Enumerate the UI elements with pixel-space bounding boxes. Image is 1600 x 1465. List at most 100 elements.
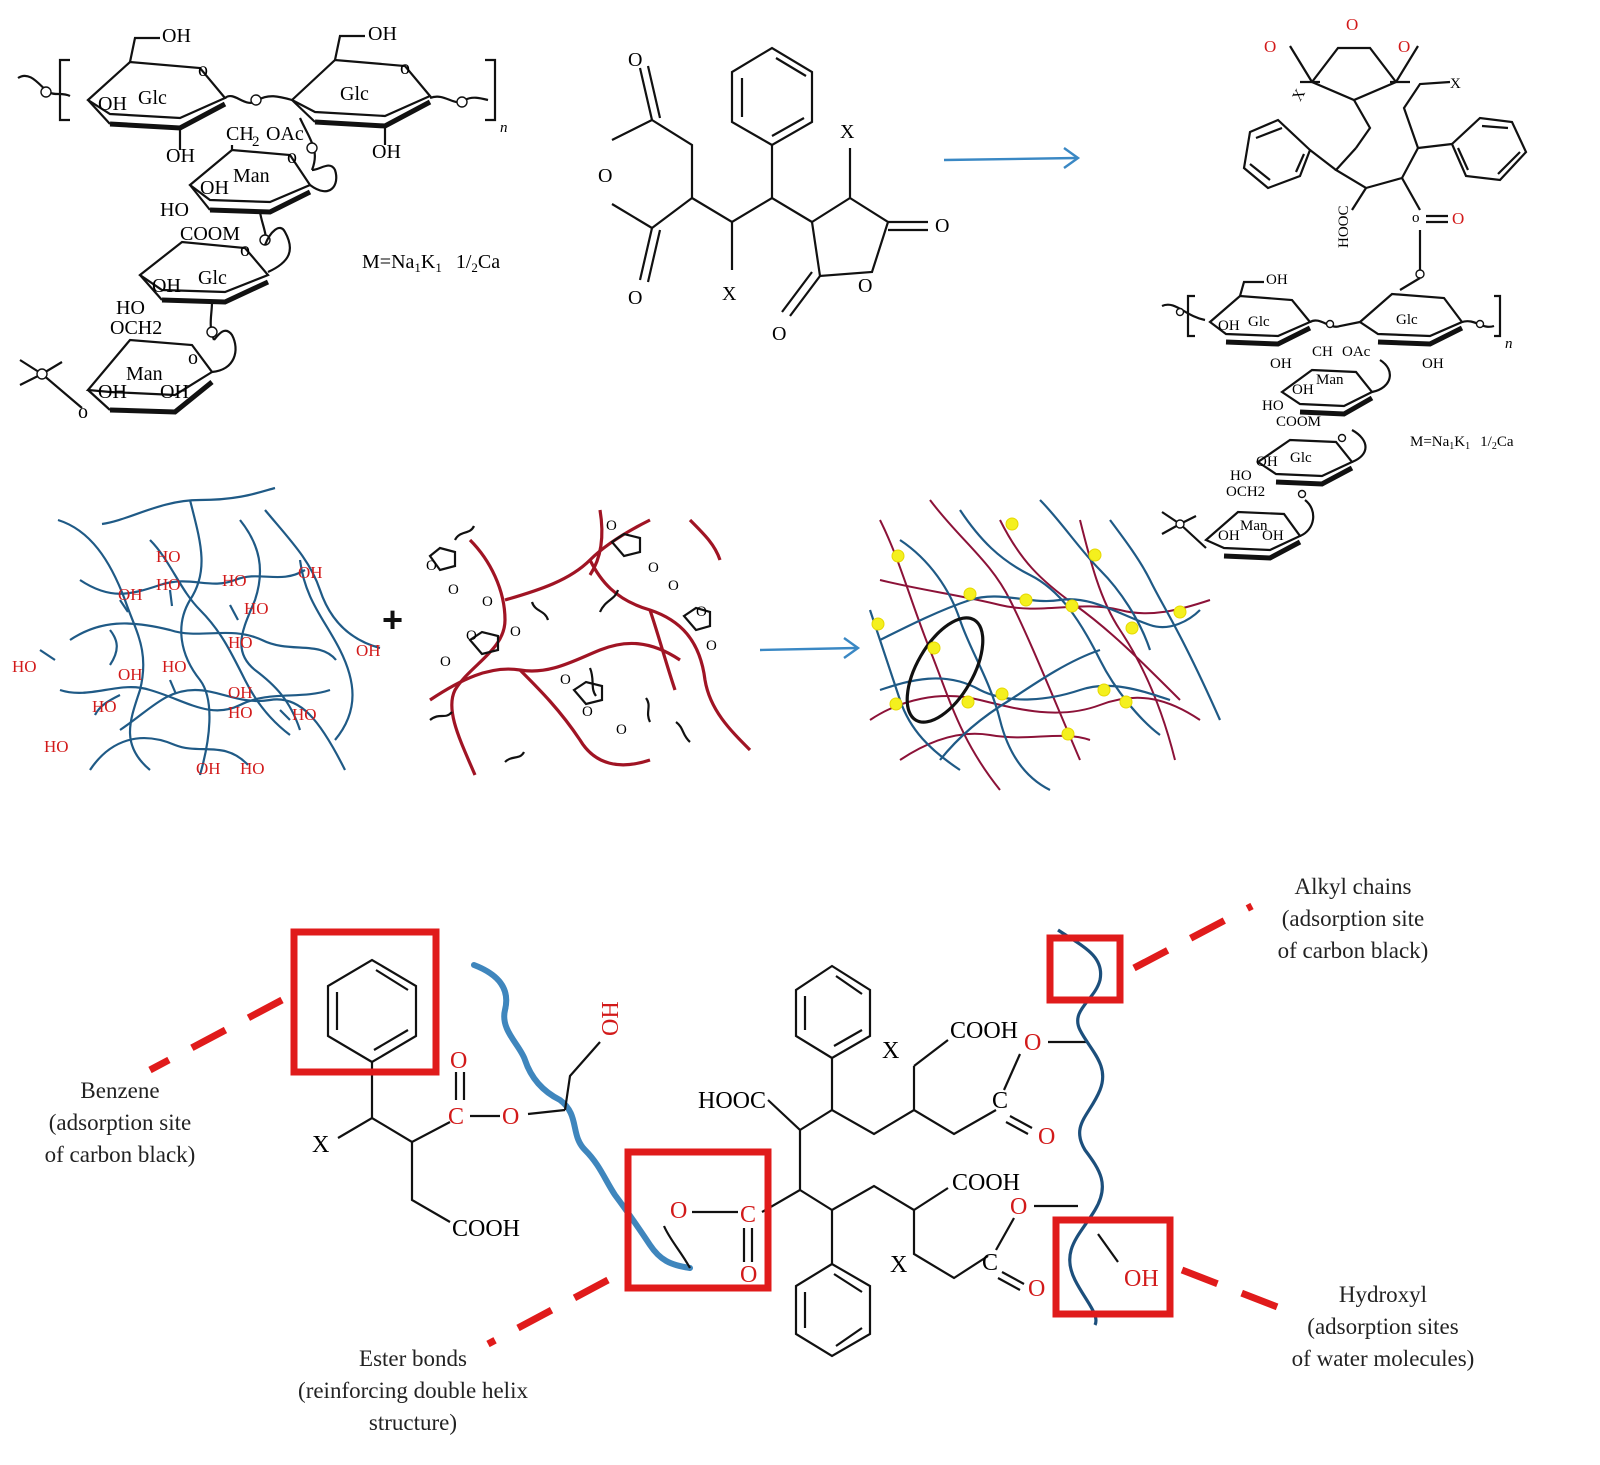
- svg-text:O: O: [440, 654, 451, 670]
- man-label: Man: [1316, 372, 1344, 388]
- annotation-line: (adsorption site: [1282, 906, 1424, 931]
- oh-label: OH: [598, 1001, 624, 1036]
- svg-text:O: O: [696, 604, 707, 620]
- ho-label: HO: [228, 633, 253, 652]
- ring-o-label: o: [240, 239, 250, 261]
- o-label: O: [628, 49, 642, 71]
- oh-label: OH: [118, 585, 143, 604]
- svg-text:O: O: [466, 628, 477, 644]
- hydroxyl-leader-line: [1180, 1266, 1282, 1312]
- oh-label: OH: [1292, 382, 1314, 398]
- o-label: O: [740, 1262, 757, 1288]
- helix-loop-highlight: [905, 616, 985, 724]
- ho-label: HO: [222, 571, 247, 590]
- repeat-n-label: n: [500, 120, 508, 136]
- glc-label: Glc: [1290, 450, 1312, 466]
- crosslink-point: [891, 549, 905, 563]
- annotation-line: Hydroxyl: [1339, 1282, 1427, 1307]
- oh-label: OH: [372, 141, 401, 163]
- oh-label: OH: [162, 25, 191, 47]
- x-label: X: [312, 1132, 329, 1158]
- oh-label: OH: [166, 145, 195, 167]
- o-label: O: [772, 323, 786, 345]
- oh-label: OH: [1422, 356, 1444, 372]
- ho-label: HO: [292, 705, 317, 724]
- coom-label: COOM: [1276, 414, 1321, 430]
- svg-text:O: O: [648, 560, 659, 576]
- annotation-line: (adsorption sites: [1307, 1314, 1458, 1339]
- x-label: X: [840, 121, 855, 143]
- crosslink-point: [995, 687, 1009, 701]
- o-label: O: [935, 215, 949, 237]
- c-label: C: [448, 1104, 464, 1130]
- oh-label: OH: [200, 177, 229, 199]
- crosslink-point: [1125, 621, 1139, 635]
- svg-text:O: O: [606, 518, 617, 534]
- cooh-label: COOH: [950, 1018, 1018, 1044]
- crosslinked-network: [868, 499, 1222, 791]
- benzene-highlight-box: [290, 928, 440, 1076]
- x-label: X: [722, 283, 737, 305]
- man-label: Man: [1240, 518, 1268, 534]
- annotation-line: Ester bonds: [359, 1346, 467, 1371]
- oh-label: OH: [1270, 356, 1292, 372]
- ring-o-label: o: [198, 59, 208, 81]
- ho-label: HO: [162, 657, 187, 676]
- annotation-line: Benzene: [80, 1078, 159, 1103]
- coom-label: COOM: [180, 223, 240, 245]
- glc-label: Glc: [340, 83, 369, 105]
- anhydride-ring: O O O: [560, 672, 627, 738]
- o-label: O: [858, 275, 872, 297]
- o-label: O: [1452, 209, 1464, 228]
- ring-o-label: o: [287, 146, 297, 168]
- svg-text:O: O: [426, 558, 437, 574]
- anhydride-ring: O O: [682, 604, 717, 654]
- svg-text:O: O: [668, 578, 679, 594]
- ring-o-label: o: [188, 347, 198, 369]
- oh-label: OH: [152, 275, 181, 297]
- oh-label: OH: [118, 665, 143, 684]
- annotation-line: of water molecules): [1292, 1346, 1475, 1371]
- annotation-hydroxyl: Hydroxyl (adsorption sites of water mole…: [1292, 1282, 1475, 1371]
- crosslink-point: [963, 587, 977, 601]
- ho-label: HO: [156, 547, 181, 566]
- c-label: o: [1412, 210, 1420, 226]
- oh-label: OH: [356, 641, 381, 660]
- c-label: C: [740, 1202, 756, 1228]
- man-label: Man: [233, 165, 270, 187]
- o-label: O: [628, 287, 642, 309]
- hooc-label: HOOC: [698, 1088, 766, 1114]
- grafted-product: O O O X X HOOC o O n: [1161, 15, 1528, 561]
- annotation-line: (adsorption site: [49, 1110, 191, 1135]
- detailed-structure: OH O C O X COOH O C O HOOC: [148, 902, 1282, 1358]
- ho-label: HO: [44, 737, 69, 756]
- crosslink-point: [927, 641, 941, 655]
- ho-label: HO: [240, 759, 265, 778]
- crosslink-point: [889, 697, 903, 711]
- oh-label: OH: [1262, 528, 1284, 544]
- ester-highlight-box: [624, 1148, 772, 1292]
- o-label: O: [1028, 1276, 1045, 1302]
- annotation-line: of carbon black): [45, 1142, 196, 1167]
- hydroxyl-highlight-box: [1052, 1216, 1174, 1318]
- ho-label: HO: [12, 657, 37, 676]
- crosslink-point: [1097, 683, 1111, 697]
- oac-label: OAc: [266, 123, 304, 145]
- annotation-line: of carbon black): [1278, 938, 1429, 963]
- oh-label: OH: [1266, 272, 1288, 288]
- glc-label: Glc: [138, 87, 167, 109]
- oh-label: OH: [1256, 454, 1278, 470]
- oh-label: OH: [196, 759, 221, 778]
- annotation-line: Alkyl chains: [1295, 874, 1412, 899]
- svg-text:O: O: [510, 624, 521, 640]
- anhydride-polymer-network: O O O O O O O O O O O O O O: [426, 509, 752, 776]
- glucomannan-structure: n OH OH Glc o OH OH Glc o OH CH 2 OAc: [17, 23, 508, 423]
- oh-label: OH: [298, 563, 323, 582]
- o-label: O: [450, 1048, 467, 1074]
- alkyl-highlight-box: [1046, 934, 1124, 1004]
- crosslink-point: [1065, 599, 1079, 613]
- crosslink-point: [1061, 727, 1075, 741]
- ho-label: HO: [1230, 468, 1252, 484]
